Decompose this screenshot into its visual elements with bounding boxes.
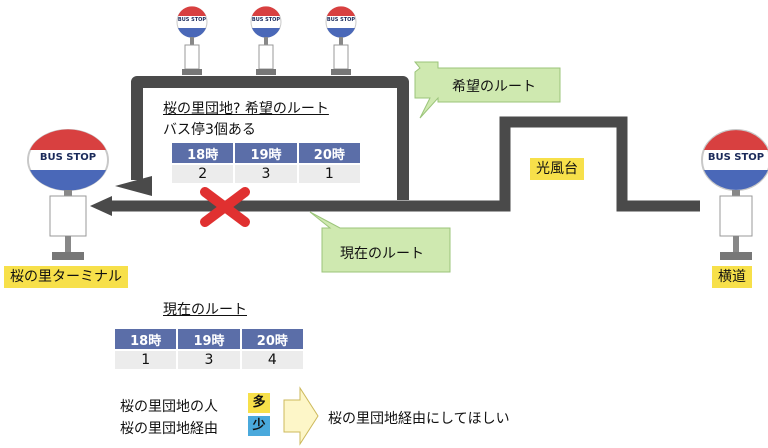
current-route-callout-label: 現在のルート (340, 246, 424, 262)
small-bus-stop-icon (250, 6, 282, 75)
current-route-path (104, 116, 700, 212)
top-table-cell: 1 (298, 165, 360, 183)
hope-route-callout (413, 61, 561, 119)
bottom-box-title: 現在のルート (163, 302, 247, 318)
hope-route-arrowhead (115, 176, 152, 196)
small-bus-stop-sign: BUS STOP (326, 17, 356, 23)
top-table-header: 18時 (172, 143, 234, 163)
top-table-header: 20時 (298, 143, 360, 163)
hope-route-path (131, 76, 409, 200)
bottom-table-header: 18時 (115, 329, 177, 349)
koufudai-label: 光風台 (530, 158, 584, 180)
blocked-cross-icon (200, 187, 250, 227)
legend-via-badge: 少 (248, 416, 270, 436)
hope-route-callout-label: 希望のルート (452, 79, 536, 95)
top-box-title: 桜の里団地? 希望のルート (163, 101, 329, 117)
legend-people-badge: 多 (248, 393, 270, 413)
small-bus-stop-icon (176, 6, 208, 75)
bottom-table-header: 20時 (241, 329, 303, 349)
top-table-header: 19時 (235, 143, 297, 163)
bottom-table-header: 19時 (178, 329, 240, 349)
bottom-schedule-table: 18時 19時 20時 1 3 4 (113, 327, 305, 371)
conclusion-text: 桜の里団地経由にしてほしい (328, 411, 510, 427)
top-table-cell: 2 (172, 165, 234, 183)
top-table-cell: 3 (235, 165, 297, 183)
terminal-right-label: 横道 (712, 266, 752, 288)
small-bus-stop-icon (325, 6, 357, 75)
top-box-note: バス停3個ある (163, 122, 256, 138)
conclusion-arrow-icon (283, 386, 319, 446)
terminal-left-label: 桜の里ターミナル (4, 266, 128, 288)
bus-stop-right-icon (701, 129, 768, 260)
current-route-callout (309, 211, 451, 273)
small-bus-stop-sign: BUS STOP (251, 17, 281, 23)
bottom-table-cell: 1 (115, 351, 177, 369)
small-bus-stop-sign: BUS STOP (177, 17, 207, 23)
bus-stop-right-sign: BUS STOP (707, 152, 765, 163)
legend-via-label: 桜の里団地経由 (120, 421, 218, 437)
bottom-table-cell: 3 (178, 351, 240, 369)
bus-stop-left-sign: BUS STOP (39, 152, 97, 163)
legend-people-label: 桜の里団地の人 (120, 399, 218, 415)
bus-stop-left-icon (27, 129, 109, 260)
top-schedule-table: 18時 19時 20時 2 3 1 (170, 141, 362, 185)
current-route-arrowhead (90, 196, 112, 216)
bottom-table-cell: 4 (241, 351, 303, 369)
